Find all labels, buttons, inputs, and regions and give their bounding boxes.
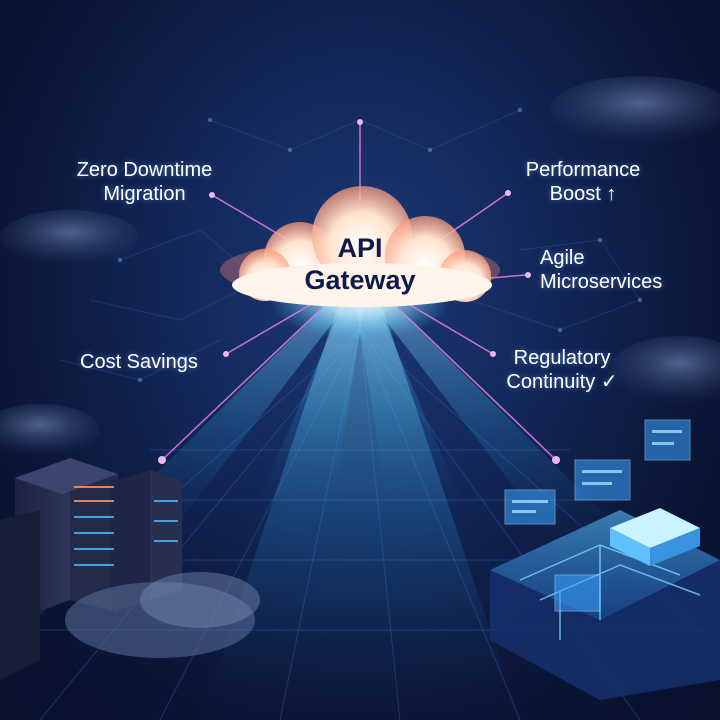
label-performance-boost-line2: Boost ↑ (549, 183, 617, 205)
label-zero-downtime-migration: Zero Downtime Migration (62, 158, 227, 206)
server-racks (0, 458, 260, 680)
label-agile-microservices-line1: Agile (540, 247, 585, 269)
label-performance-boost: Performance Boost ↑ (508, 158, 658, 206)
label-agile-microservices-line2: Microservices (540, 271, 663, 293)
label-regulatory-continuity: Regulatory Continuity ✓ (494, 346, 630, 394)
label-cost-savings-line1: Cost Savings (80, 351, 198, 373)
connector-lines (161, 122, 557, 461)
circuit-platform (490, 419, 720, 700)
api-gateway-title-line1: API (337, 233, 383, 263)
gateway-cloud (220, 186, 500, 307)
api-gateway-title: API Gateway (260, 232, 460, 296)
api-gateway-title-line2: Gateway (304, 265, 416, 295)
background-clouds (0, 76, 720, 456)
label-regulatory-continuity-line2: Continuity ✓ (506, 371, 618, 393)
label-agile-microservices: Agile Microservices (540, 246, 662, 294)
label-cost-savings: Cost Savings (80, 350, 198, 374)
label-zero-downtime-migration-line1: Zero Downtime (76, 159, 213, 181)
label-zero-downtime-migration-line2: Migration (103, 183, 186, 205)
connector-dots (158, 119, 560, 464)
label-performance-boost-line1: Performance (525, 159, 641, 181)
label-regulatory-continuity-line1: Regulatory (513, 347, 611, 369)
